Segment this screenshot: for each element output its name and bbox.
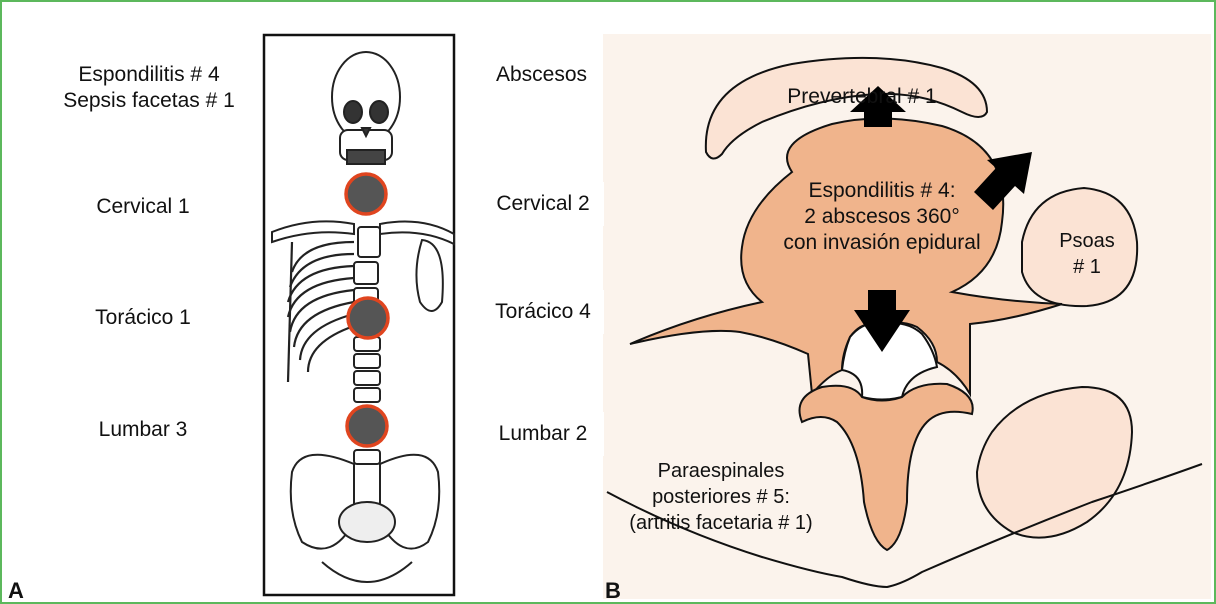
para-line3: (artritis facetaria # 1)	[616, 510, 826, 536]
espondilitis-line3: con invasión epidural	[762, 230, 1002, 256]
para-line2: posteriores # 5:	[616, 484, 826, 510]
psoas-line2: # 1	[1042, 254, 1132, 280]
paraespinales-label: Paraespinales posteriores # 5: (artritis…	[616, 458, 826, 536]
paraspinal-muscle	[977, 387, 1132, 538]
prevertebral-label: Prevertebral # 1	[762, 84, 962, 110]
espondilitis-label: Espondilitis # 4: 2 abscesos 360° con in…	[762, 178, 1002, 256]
psoas-line1: Psoas	[1042, 228, 1132, 254]
espondilitis-line2: 2 abscesos 360°	[762, 204, 1002, 230]
psoas-label: Psoas # 1	[1042, 228, 1132, 280]
para-line1: Paraespinales	[616, 458, 826, 484]
panel-b-letter: B	[605, 578, 621, 604]
espondilitis-line1: Espondilitis # 4:	[762, 178, 1002, 204]
